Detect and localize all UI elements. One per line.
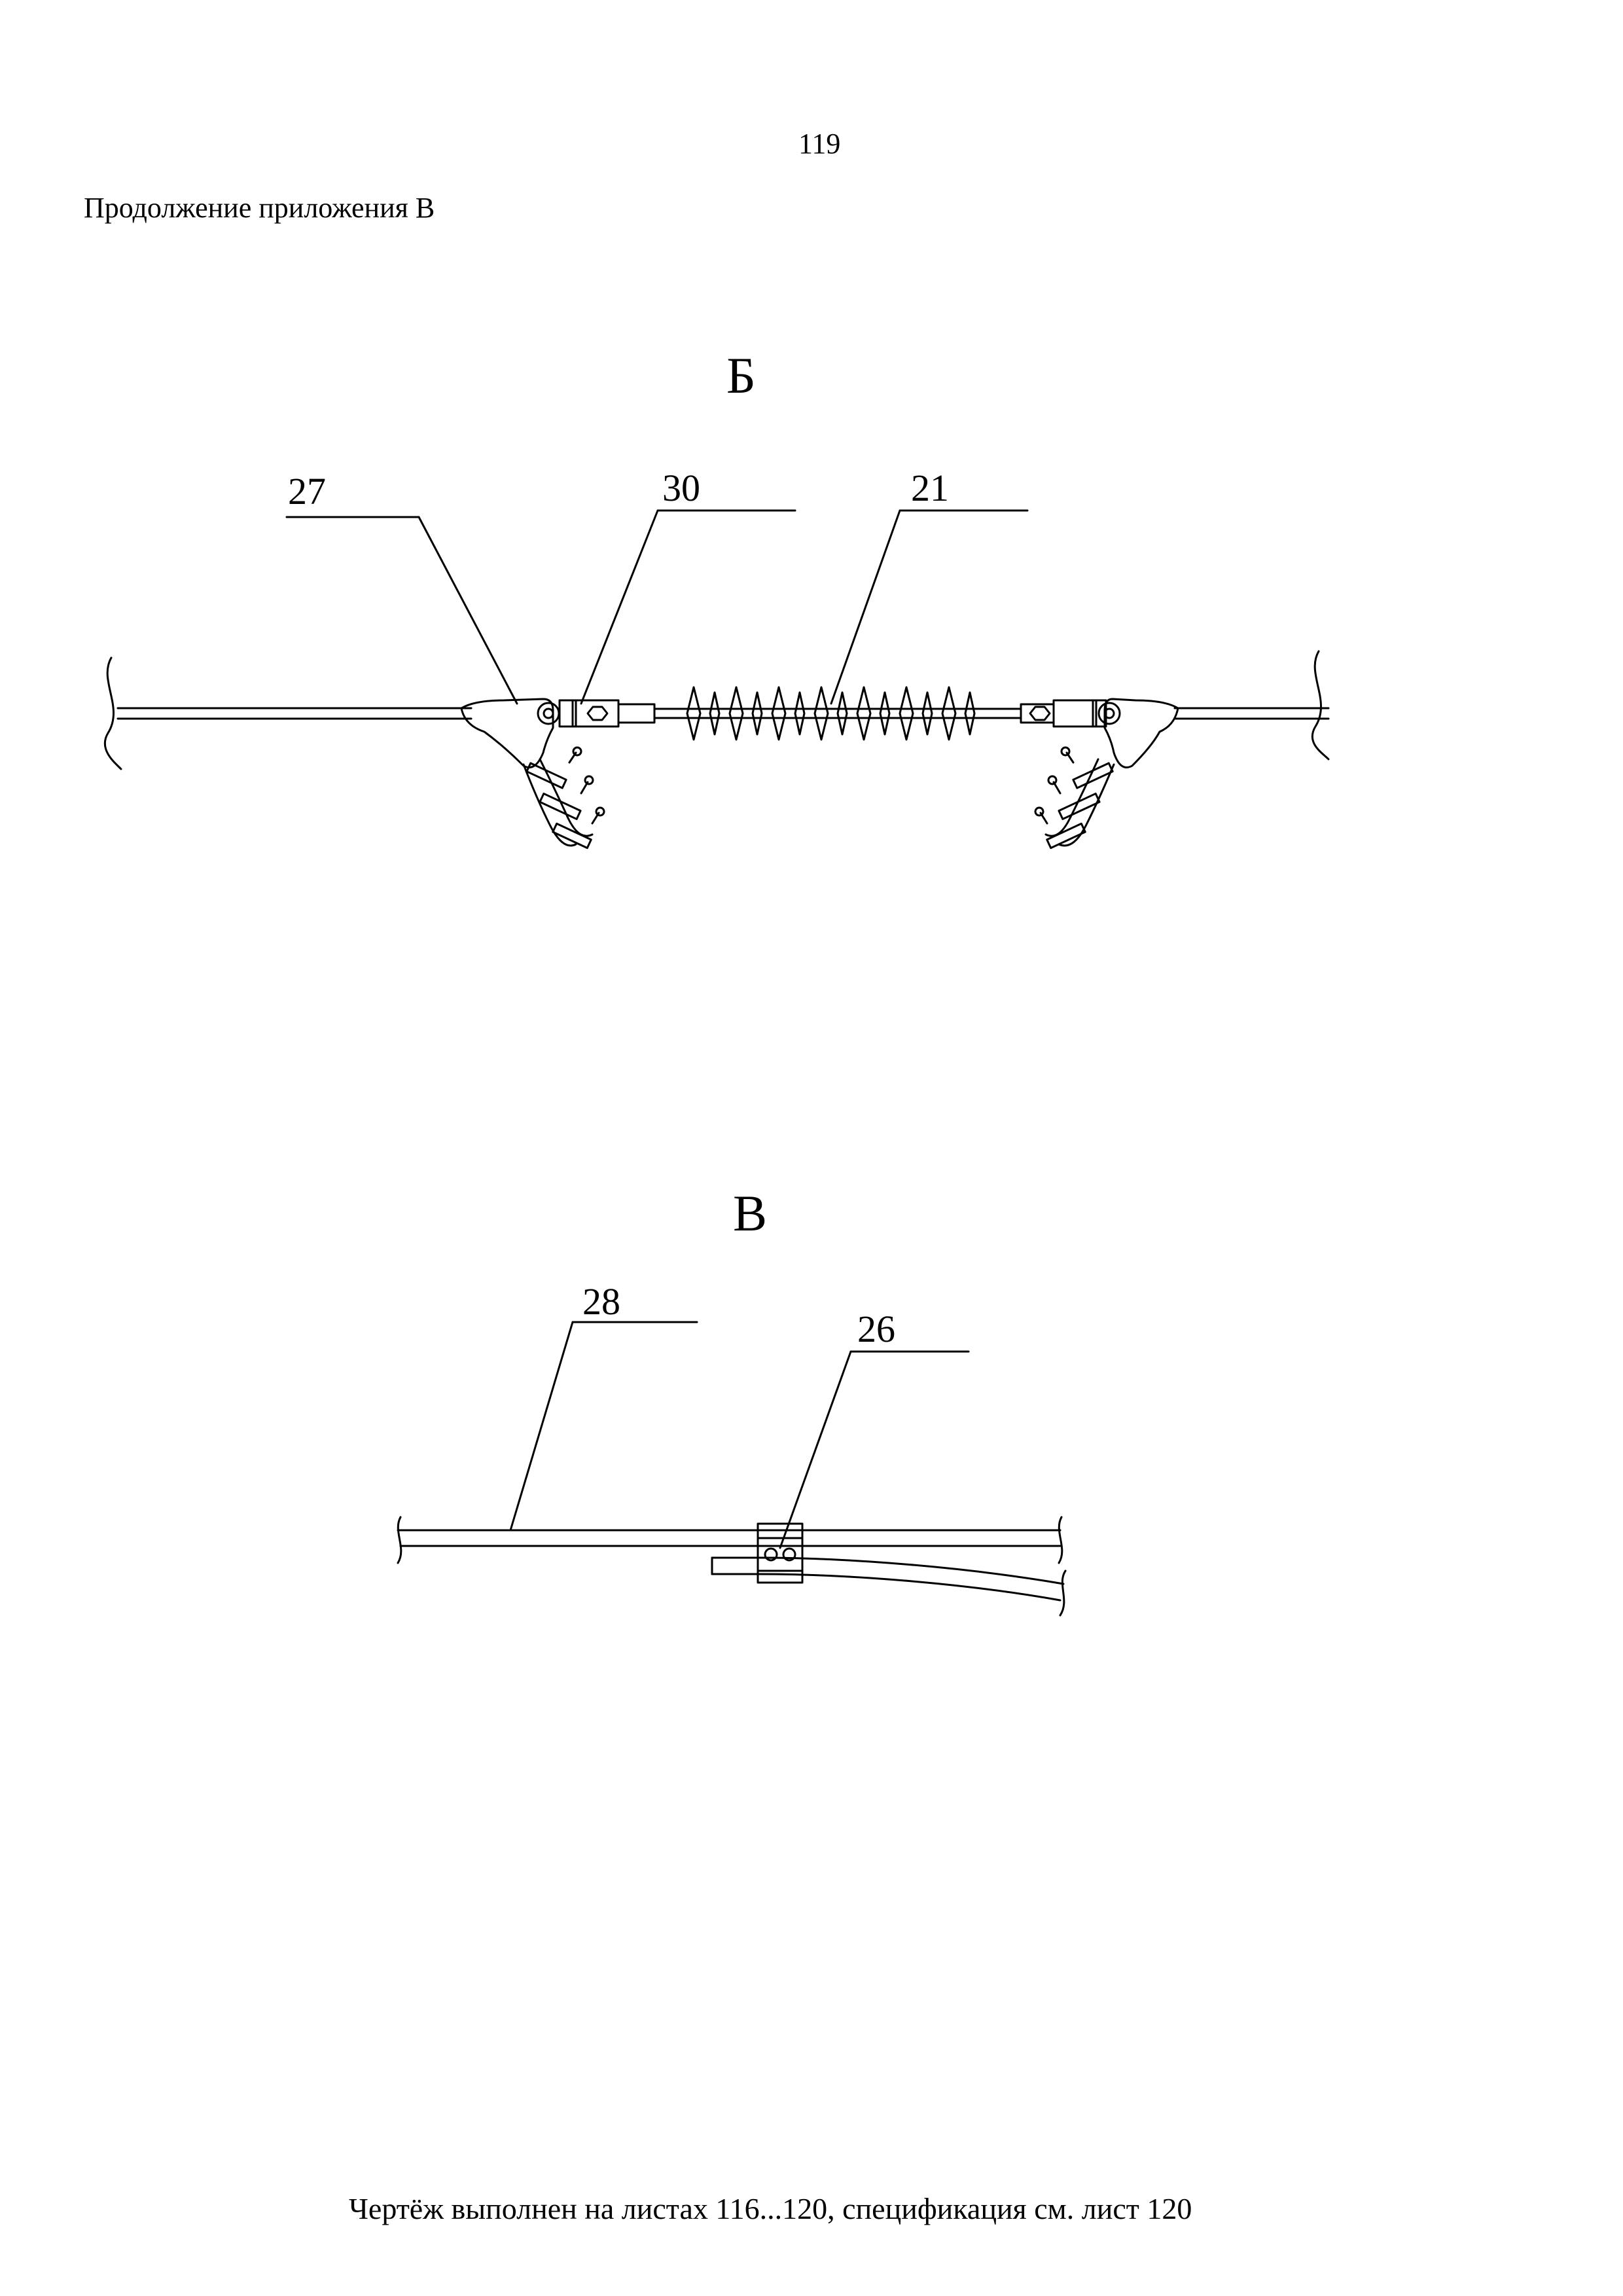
view-v: В 28 — [397, 1185, 1067, 1617]
main-conductor — [397, 1516, 1063, 1564]
callout-30-label: 30 — [662, 467, 700, 509]
insulator — [673, 686, 1022, 741]
strain-clamp-right — [1034, 698, 1179, 850]
strain-clamp-left — [460, 698, 605, 850]
callout-21-label: 21 — [911, 467, 949, 509]
conductor-left — [103, 656, 473, 770]
callout-21: 21 — [830, 467, 1029, 705]
view-b: Б — [103, 347, 1330, 850]
appendix-continuation-heading: Продолжение приложения В — [84, 192, 435, 224]
branch-conductor — [711, 1556, 1067, 1617]
shackle-left — [558, 699, 675, 728]
callout-28: 28 — [509, 1280, 698, 1532]
page-number: 119 — [798, 128, 841, 160]
insulator-sheds — [686, 686, 976, 741]
shackle-right — [1020, 699, 1107, 728]
callout-28-label: 28 — [582, 1280, 620, 1323]
tap-clamp — [757, 1522, 804, 1584]
conductor-right — [1173, 650, 1330, 761]
callout-26: 26 — [779, 1308, 970, 1549]
callout-27: 27 — [285, 470, 518, 705]
view-b-title: Б — [726, 347, 756, 404]
view-v-title: В — [733, 1185, 767, 1242]
callout-27-label: 27 — [288, 470, 326, 512]
callout-26-label: 26 — [857, 1308, 895, 1350]
drawing-note-footer: Чертёж выполнен на листах 116...120, спе… — [349, 2192, 1192, 2225]
callout-30: 30 — [580, 467, 796, 705]
